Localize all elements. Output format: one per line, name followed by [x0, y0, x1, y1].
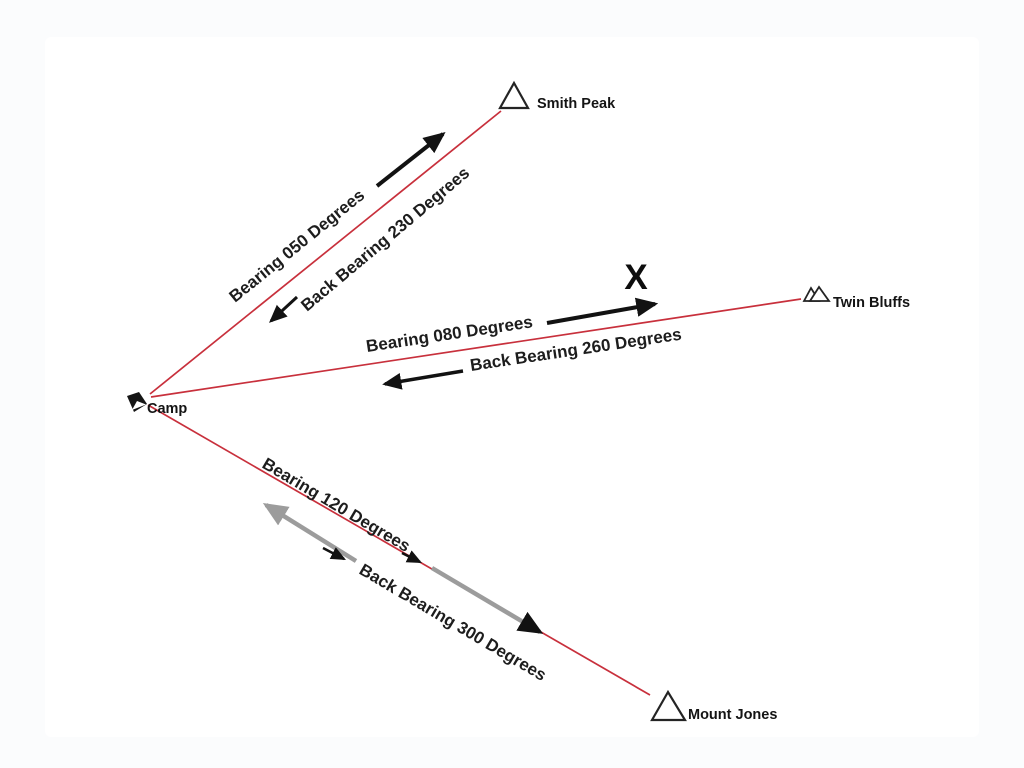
sight-line-camp-smith-peak — [149, 110, 502, 395]
camp-label: Camp — [147, 401, 187, 417]
sight-line-camp-mount-jones — [147, 404, 651, 696]
x-position-marker: X — [624, 258, 648, 297]
line-direction-tick-2 — [401, 550, 423, 564]
line-direction-tick-1 — [322, 546, 346, 561]
back-bearing-260-arrow — [382, 369, 464, 390]
mount-jones-label: Mount Jones — [688, 707, 777, 723]
camp-tent-opening — [132, 401, 146, 410]
bearing-080-arrow — [546, 297, 659, 325]
smith-peak-label: Smith Peak — [537, 96, 616, 112]
back-bearing-230-arrow — [269, 295, 299, 323]
diagram-white-canvas — [45, 37, 979, 737]
twin-bluffs-right-peak — [808, 285, 831, 302]
smith-peak-triangle-icon — [498, 80, 530, 110]
twin-bluffs-label: Twin Bluffs — [833, 295, 910, 311]
sight-line-camp-twin-bluffs — [150, 298, 802, 398]
camp-icon — [127, 392, 147, 412]
mount-jones-triangle-icon — [650, 689, 687, 722]
bearing-120-gray-arrow — [430, 566, 544, 634]
twin-bluffs-double-peak-icon — [802, 285, 831, 302]
bearing-050-arrow — [375, 131, 446, 188]
